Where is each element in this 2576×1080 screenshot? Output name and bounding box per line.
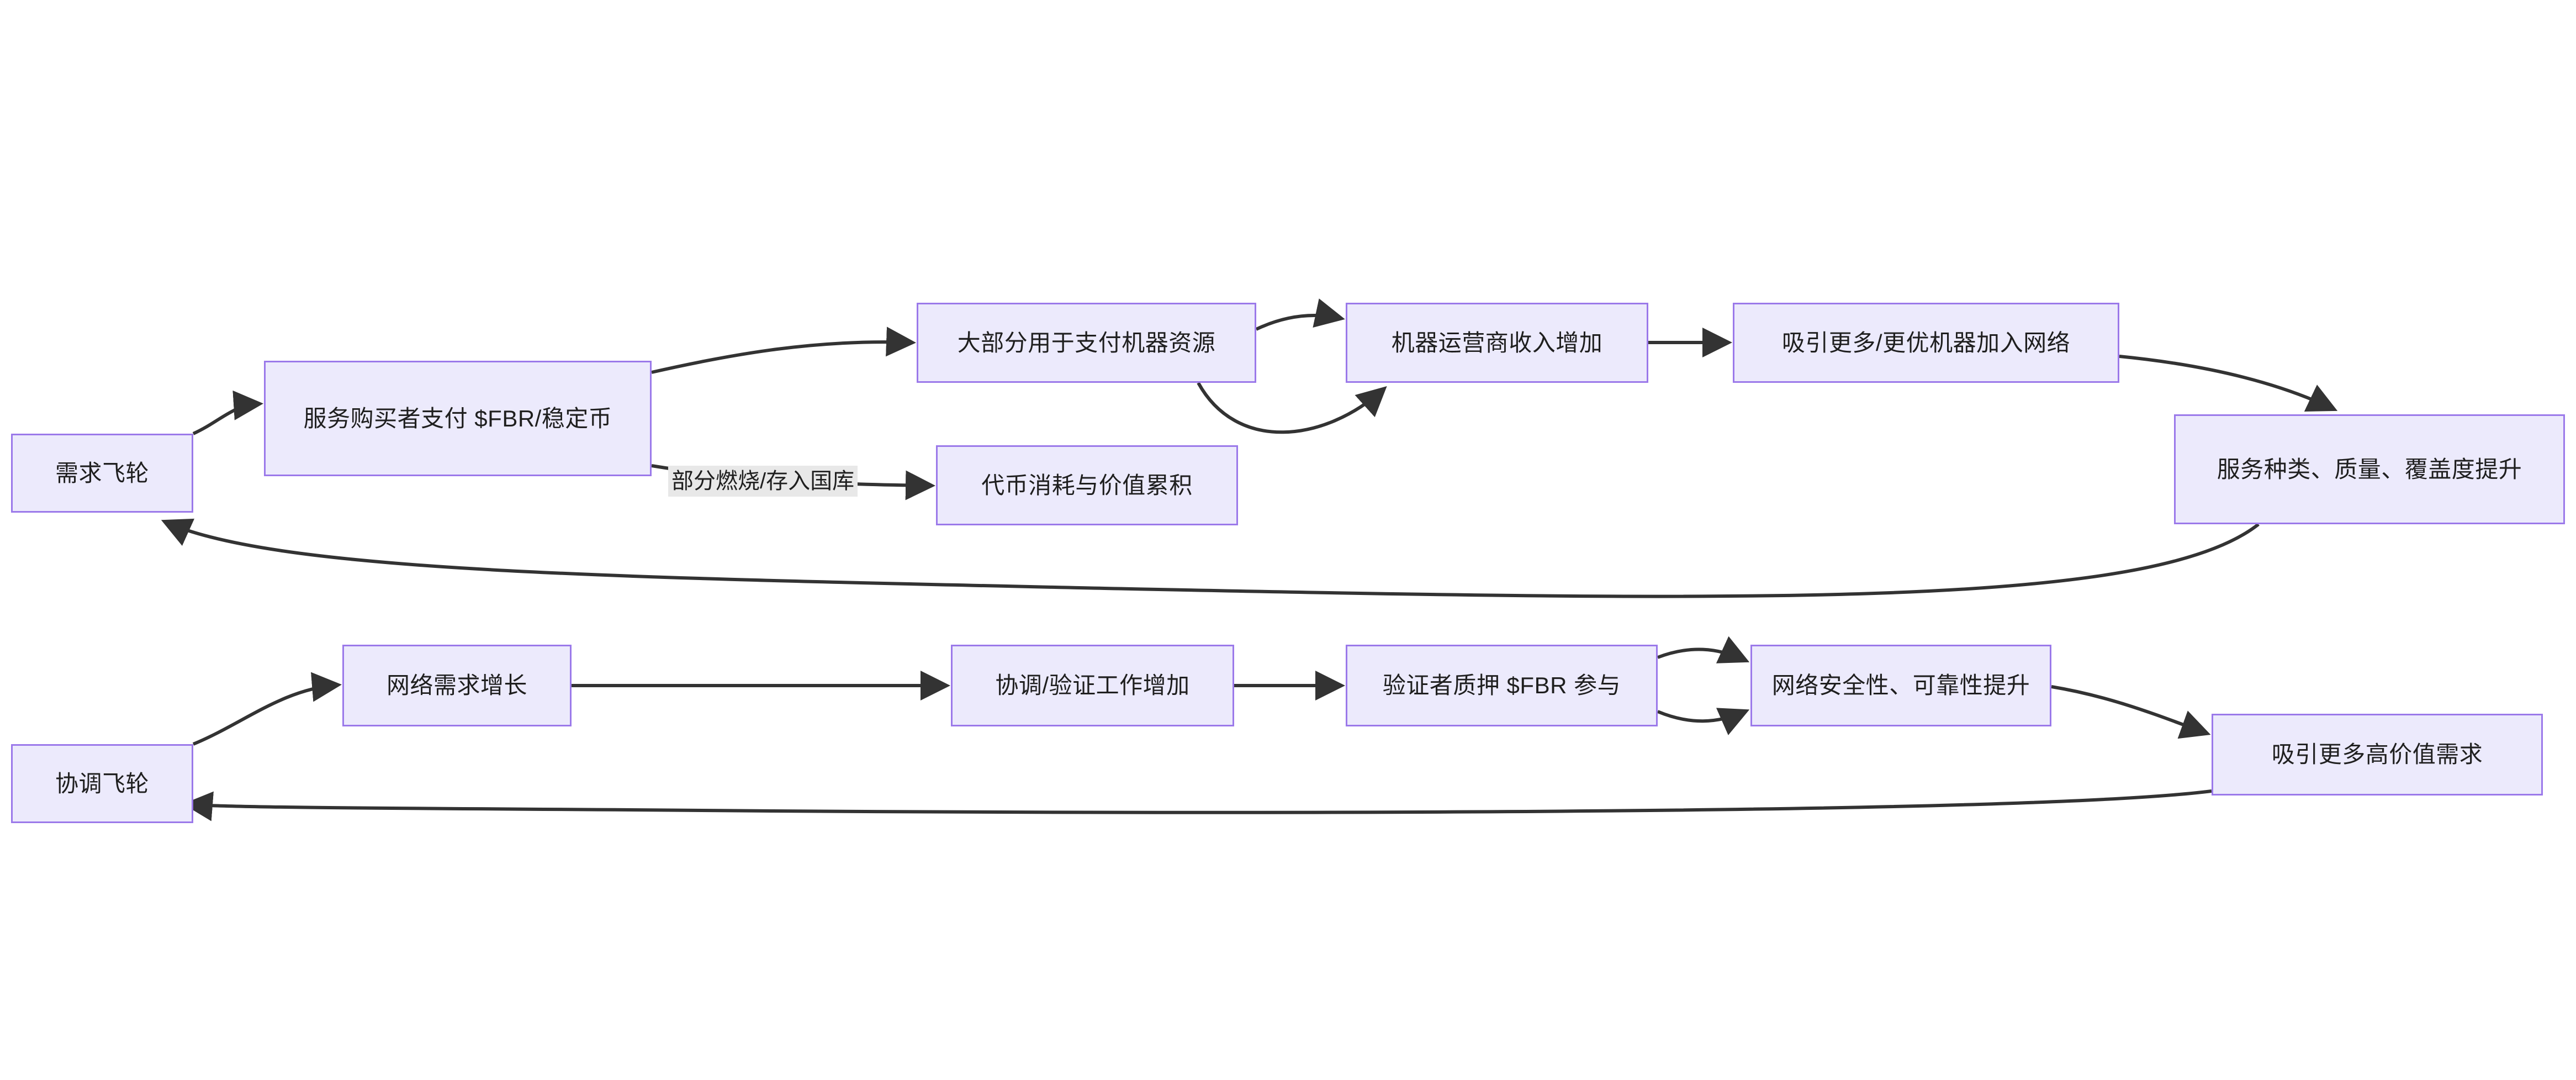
node-network-demand-growth[interactable]: 网络需求增长	[342, 645, 572, 726]
edge-validator-stake-to-network-security-lower	[1657, 708, 1750, 735]
node-label: 代币消耗与价值累积	[981, 472, 1193, 498]
edge-pay-machine-to-operator-income-upper	[1255, 298, 1345, 331]
edge-attract-high-value-to-coord-flywheel	[183, 789, 2212, 821]
node-label: 验证者质押 $FBR 参与	[1382, 672, 1621, 699]
node-attract-high-value-demand[interactable]: 吸引更多高价值需求	[2212, 714, 2543, 795]
node-label: 网络需求增长	[386, 672, 527, 699]
node-label: 服务种类、质量、覆盖度提升	[2217, 456, 2522, 482]
node-token-burn-value[interactable]: 代币消耗与价值累积	[936, 445, 1238, 525]
node-label: 大部分用于支付机器资源	[957, 329, 1216, 356]
node-label: 网络安全性、可靠性提升	[1771, 672, 2030, 699]
node-label: 服务购买者支付 $FBR/稳定币	[303, 405, 612, 431]
node-buyer-pays[interactable]: 服务购买者支付 $FBR/稳定币	[264, 361, 652, 476]
node-coordination-flywheel[interactable]: 协调飞轮	[11, 744, 193, 823]
node-label: 协调飞轮	[55, 770, 149, 797]
node-demand-flywheel[interactable]: 需求飞轮	[11, 434, 193, 513]
node-validator-stake[interactable]: 验证者质押 $FBR 参与	[1346, 645, 1658, 726]
edge-network-security-to-attract-high-value	[2051, 685, 2211, 739]
edge-coord-flywheel-to-network-demand	[192, 672, 342, 746]
node-label: 协调/验证工作增加	[995, 672, 1190, 699]
edge-pay-machine-to-operator-income-lower	[1197, 382, 1387, 434]
edge-service-quality-to-demand-flywheel	[161, 518, 2260, 598]
edge-buyer-pays-to-pay-machine	[651, 326, 916, 374]
edge-demand-flywheel-to-buyer-pays	[192, 390, 263, 435]
node-network-security[interactable]: 网络安全性、可靠性提升	[1750, 645, 2051, 726]
node-label: 吸引更多/更优机器加入网络	[1781, 329, 2071, 356]
node-label: 机器运营商收入增加	[1391, 329, 1603, 356]
edge-attract-machines-to-service-quality	[2119, 355, 2338, 412]
node-service-quality[interactable]: 服务种类、质量、覆盖度提升	[2174, 414, 2565, 524]
node-label: 需求飞轮	[55, 460, 149, 486]
node-operator-income[interactable]: 机器运营商收入增加	[1346, 303, 1648, 383]
edge-validator-stake-to-network-security-upper	[1657, 636, 1750, 663]
node-attract-machines[interactable]: 吸引更多/更优机器加入网络	[1733, 303, 2119, 383]
node-label: 吸引更多高价值需求	[2271, 741, 2483, 768]
node-pay-machine-resources[interactable]: 大部分用于支付机器资源	[917, 303, 1256, 383]
edge-label-burn-treasury: 部分燃烧/存入国库	[668, 466, 858, 497]
node-coordination-verification-work[interactable]: 协调/验证工作增加	[951, 645, 1234, 726]
